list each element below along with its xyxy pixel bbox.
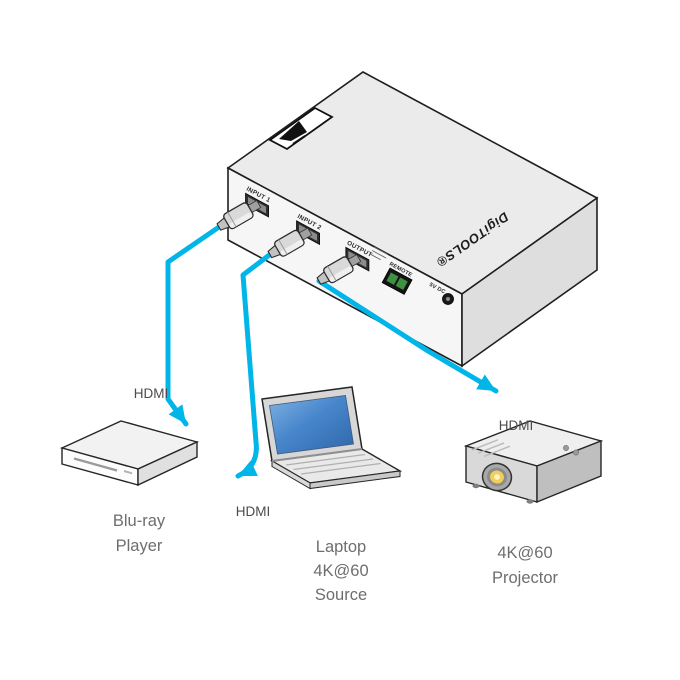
laptop-base-left [271, 460, 311, 490]
projector-button [573, 449, 579, 456]
hdmi-label-bluray: HDMI [134, 386, 169, 401]
micro-markings [369, 246, 389, 261]
hdmi-plug-input1 [216, 199, 262, 231]
switcher-right-face [461, 196, 598, 368]
laptop-device [261, 386, 403, 490]
cable-to-projector [316, 278, 499, 394]
projector-button [563, 445, 569, 451]
disc-slot [73, 457, 118, 472]
switcher-device: DigiTOOLS® INPUT 1 INPUT 2 OUTPUT REMOTE… [226, 71, 599, 368]
hdmi-plug-input2 [267, 227, 313, 259]
projector-foot [472, 483, 480, 489]
laptop-screen [269, 395, 354, 455]
hdmi-cables [165, 224, 499, 479]
kramer-logo [268, 106, 334, 151]
player-button [123, 470, 133, 475]
laptop-caption-line2: 4K@60 [313, 562, 368, 580]
laptop-caption-line1: Laptop [316, 538, 366, 556]
hdmi-plug-output [316, 253, 362, 285]
projector-lens [481, 462, 513, 492]
projector-device [463, 420, 604, 504]
projector-caption-line2: Projector [492, 569, 559, 587]
projector-vents [471, 439, 511, 458]
laptop-caption-line3: Source [315, 586, 367, 604]
bluray-player-device [59, 420, 200, 487]
cable-to-bluray [165, 224, 222, 427]
hdmi-label-projector: HDMI [499, 418, 534, 433]
cable-to-laptop [235, 252, 273, 479]
keyboard-rows [285, 453, 381, 475]
bluray-caption-line2: Player [116, 537, 163, 555]
remote-terminal-block [381, 267, 413, 295]
projector-foot [526, 499, 534, 504]
hdmi-label-laptop: HDMI [236, 504, 271, 519]
dc-power-jack [442, 293, 454, 305]
projector-caption-line1: 4K@60 [497, 544, 552, 562]
bluray-caption-line1: Blu-ray [113, 512, 166, 530]
